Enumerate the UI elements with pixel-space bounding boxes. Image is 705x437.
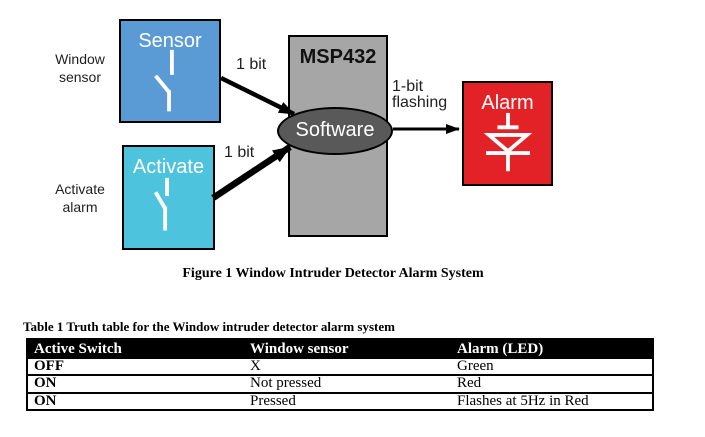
window-sensor-label-line1: Window <box>55 51 105 67</box>
table-row: ON Pressed Flashes at 5Hz in Red <box>27 391 653 410</box>
sensor-to-software-arrow <box>220 75 295 117</box>
cell-active-switch: ON <box>27 374 244 393</box>
sensor-bit-label: 1 bit <box>236 56 267 73</box>
cell-alarm-led: Flashes at 5Hz in Red <box>451 391 653 410</box>
activate-box-label: Activate <box>132 156 205 178</box>
window-sensor-label: Window sensor <box>38 50 122 86</box>
col-header-window-sensor: Window sensor <box>244 339 451 359</box>
table-row: ON Not pressed Red <box>27 374 653 393</box>
cell-window-sensor: X <box>250 358 261 374</box>
software-ellipse: Software <box>277 107 393 155</box>
cell-active-switch: ON <box>27 391 244 410</box>
activate-alarm-label-line2: alarm <box>62 199 98 215</box>
sensor-box: Sensor <box>119 19 221 123</box>
table-title: Table 1 Truth table for the Window intru… <box>23 319 395 334</box>
cell-window-sensor: Pressed <box>244 391 451 410</box>
window-sensor-label-line2: sensor <box>58 69 102 85</box>
alarm-box-label: Alarm <box>481 92 534 114</box>
alarm-box: Alarm <box>462 81 553 186</box>
truth-table: Active Switch Window sensor Alarm (LED) … <box>26 338 654 411</box>
flashing-bit-label-line2: flashing <box>392 94 448 111</box>
col-header-active-switch: Active Switch <box>27 339 244 359</box>
activate-box: Activate <box>122 145 215 250</box>
msp432-label: MSP432 <box>299 46 377 68</box>
cell-active-switch: OFF <box>34 358 64 374</box>
activate-alarm-label-line1: Activate <box>55 181 105 197</box>
table-header-row: Active Switch Window sensor Alarm (LED) <box>27 339 653 359</box>
figure-caption: Figure 1 Window Intruder Detector Alarm … <box>182 266 484 281</box>
cell-alarm-led: Green <box>457 358 494 374</box>
activate-alarm-label: Activate alarm <box>38 180 122 216</box>
cell-window-sensor: Not pressed <box>244 374 451 393</box>
table-row: OFF X Green <box>27 358 653 375</box>
flashing-bit-label: 1-bit flashing <box>392 79 447 111</box>
flashing-bit-label-line1: 1-bit <box>392 78 424 95</box>
cell-alarm-led: Red <box>451 374 653 393</box>
col-header-alarm-led: Alarm (LED) <box>451 339 653 359</box>
sensor-box-label: Sensor <box>138 30 202 52</box>
activate-bit-label: 1 bit <box>224 144 255 161</box>
